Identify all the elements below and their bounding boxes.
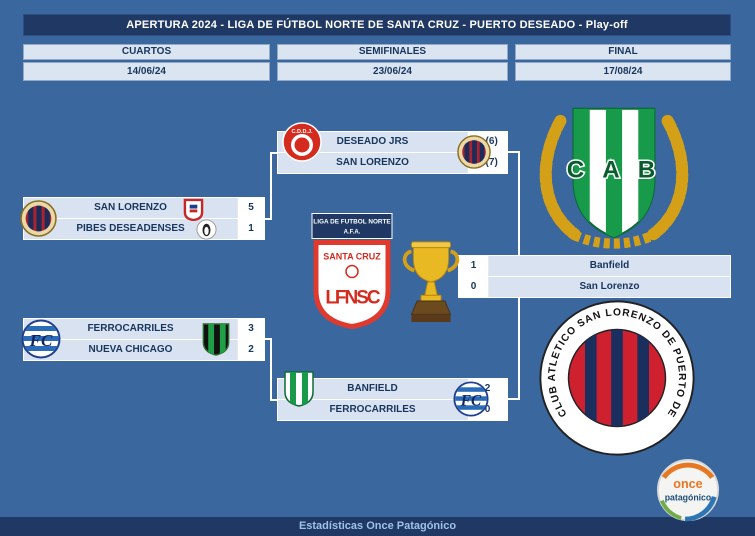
team-score: 2 (237, 340, 264, 360)
column-date-final: 17/08/24 (515, 62, 731, 81)
svg-text:LIGA DE FUTBOL NORTE: LIGA DE FUTBOL NORTE (313, 219, 391, 226)
svg-text:once: once (673, 477, 702, 491)
team-name: San Lorenzo (579, 281, 640, 292)
san-lorenzo-badge-large-icon: CLUB ATLETICO SAN LORENZO DE PUERTO DESE… (537, 298, 697, 458)
column-header-final: FINAL (515, 44, 731, 60)
team-name: FERROCARRILES (87, 323, 174, 334)
team-name: SAN LORENZO (336, 157, 409, 168)
svg-text:LFNSC: LFNSC (325, 288, 381, 309)
page-title: APERTURA 2024 - LIGA DE FÚTBOL NORTE DE … (23, 14, 731, 36)
team-name: DESEADO JRS (336, 136, 409, 147)
bracket-connector (270, 338, 272, 401)
match-quarterfinal-2: FERROCARRILES 3 NUEVA CHICAGO 2 FC (21, 318, 265, 361)
svg-text:FC: FC (29, 331, 53, 350)
team-score: 3 (237, 319, 264, 339)
team-score: 0 (459, 277, 489, 297)
team-name: FERROCARRILES (329, 404, 416, 415)
column-header-semifinales: SEMIFINALES (277, 44, 508, 60)
team-score: 1 (237, 219, 264, 239)
svg-text:A.F.A.: A.F.A. (344, 230, 361, 236)
match-row: SAN LORENZO 5 (23, 197, 265, 219)
san-lorenzo-crest-icon (457, 135, 491, 169)
footer-bar: Estadísticas Once Patagónico (0, 517, 755, 536)
svg-text:C.D.D.J.: C.D.D.J. (291, 129, 313, 135)
bracket-connector (508, 151, 520, 153)
match-quarterfinal-1: SAN LORENZO 5 PIBES DESEADENSES 1 (20, 197, 265, 240)
match-final: 1 Banfield 0 San Lorenzo (458, 255, 731, 298)
bracket-connector (270, 152, 278, 154)
match-row: 1 Banfield (458, 255, 731, 277)
nueva-chicago-shield-icon (201, 323, 231, 356)
pibes-deseadenses-logo-icon (196, 219, 217, 240)
column-header-cuartos: CUARTOS (23, 44, 270, 60)
bracket-connector (265, 338, 271, 340)
bracket-connector (508, 398, 520, 400)
match-row: 0 San Lorenzo (458, 276, 731, 298)
ferrocarriles-logo-icon: FC (21, 319, 61, 359)
bracket-connector (518, 298, 520, 400)
banfield-crest-large-icon: C A B (528, 92, 700, 250)
svg-text:FC: FC (460, 392, 482, 409)
banfield-shield-icon (282, 370, 316, 408)
svg-text:SANTA CRUZ: SANTA CRUZ (323, 252, 381, 262)
trophy-icon (400, 238, 462, 324)
team-name: Banfield (589, 260, 630, 271)
column-date-semifinales: 23/06/24 (277, 62, 508, 81)
bracket-connector (270, 399, 278, 401)
team-name: NUEVA CHICAGO (88, 344, 173, 355)
liga-futbol-norte-logo: LIGA DE FUTBOL NORTE A.F.A. SANTA CRUZ L… (306, 213, 398, 329)
bracket-connector (518, 151, 520, 255)
puerto-deseado-shield-icon (183, 198, 204, 221)
deseado-juniors-logo-icon: C.D.D.J. (282, 122, 322, 162)
ferrocarriles-logo-icon: FC (453, 381, 489, 417)
match-semifinal-1: DESEADO JRS 1 (6) SAN LORENZO 1 (7) C.D.… (277, 122, 508, 174)
team-score: 5 (237, 198, 264, 218)
bracket-connector (265, 218, 271, 220)
bracket-connector (270, 152, 272, 220)
svg-text:patagónico: patagónico (665, 493, 712, 503)
match-semifinal-2: BANFIELD 2 FERROCARRILES 0 (277, 371, 508, 421)
san-lorenzo-crest-icon (20, 200, 57, 237)
team-name: PIBES DESEADENSES (76, 223, 185, 234)
once-patagonico-logo: once patagónico (656, 458, 720, 522)
match-row: PIBES DESEADENSES 1 (23, 218, 265, 240)
team-score: 1 (459, 256, 489, 276)
team-name: BANFIELD (347, 383, 398, 394)
team-name: SAN LORENZO (94, 202, 167, 213)
column-date-cuartos: 14/06/24 (23, 62, 270, 81)
svg-text:C A B: C A B (567, 157, 662, 184)
